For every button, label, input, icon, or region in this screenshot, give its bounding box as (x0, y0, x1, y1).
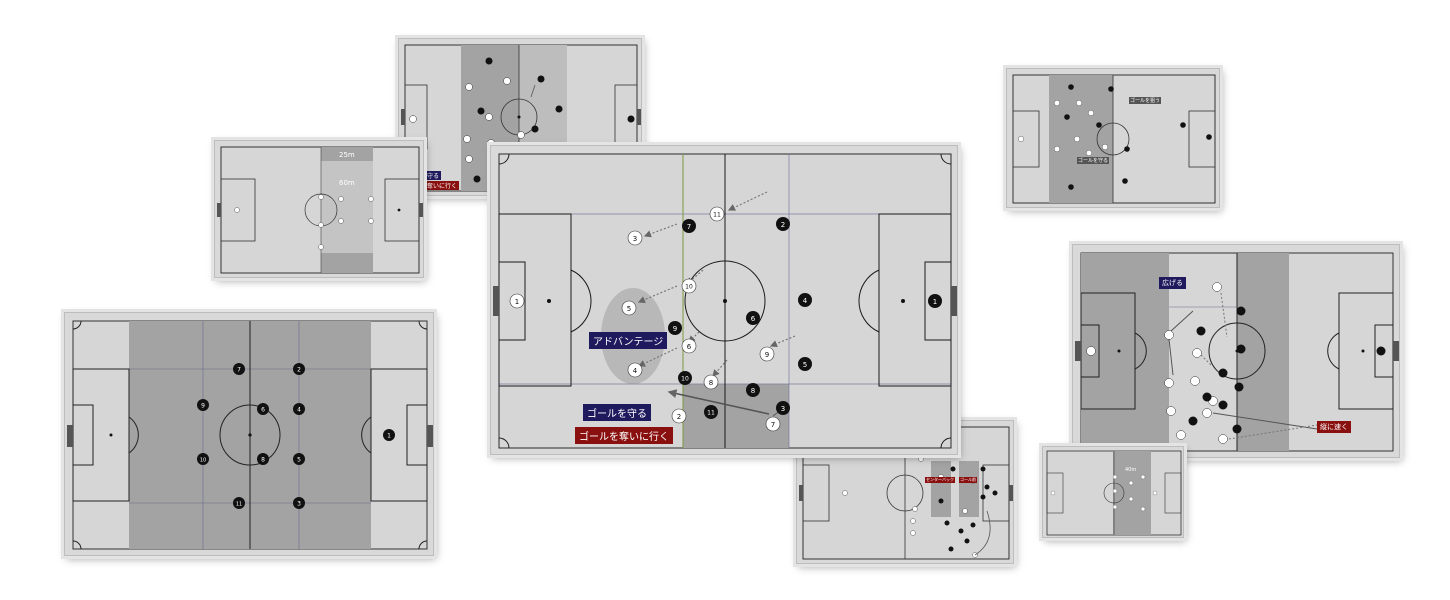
top-right-board: ゴールを狙う ゴールを守る (1006, 68, 1220, 208)
player-black-9: 9 (668, 321, 682, 335)
svg-text:7: 7 (771, 421, 775, 429)
svg-text:2: 2 (677, 413, 681, 421)
svg-text:9: 9 (673, 325, 677, 333)
svg-text:7: 7 (687, 223, 691, 231)
svg-text:7: 7 (237, 367, 241, 374)
width-board-top-label: 25m (339, 151, 355, 159)
svg-text:1: 1 (933, 298, 937, 306)
bottom-center-label-a: センターバック (925, 477, 955, 483)
player-black-7: 7 (233, 363, 245, 375)
player-black-2: 2 (293, 363, 305, 375)
player-black-6: 6 (257, 403, 269, 415)
svg-text:10: 10 (200, 458, 206, 464)
player-black-3: 3 (776, 401, 790, 415)
right-board-widen-label: 広げる (1159, 277, 1186, 289)
svg-text:8: 8 (261, 457, 265, 464)
svg-text:8: 8 (709, 379, 713, 387)
svg-text:9: 9 (765, 351, 769, 359)
right-board-vertical-label: 縦に速く (1317, 421, 1351, 433)
player-white-2: 2 (671, 408, 687, 424)
svg-text:4: 4 (803, 297, 808, 305)
svg-text:11: 11 (713, 212, 721, 219)
large-left-players: 7 2 9 6 4 10 8 5 11 3 1 (197, 363, 395, 509)
player-white-10: 10 (681, 278, 697, 294)
svg-text:10: 10 (681, 376, 689, 383)
player-black-1: 1 (928, 294, 942, 308)
player-black-10: 10 (197, 453, 209, 465)
svg-text:2: 2 (297, 367, 301, 374)
player-white-9: 9 (759, 346, 775, 362)
svg-text:5: 5 (297, 457, 301, 464)
player-black-6: 6 (746, 311, 760, 325)
player-black-5: 5 (798, 357, 812, 371)
player-black-4: 4 (798, 293, 812, 307)
svg-text:6: 6 (751, 315, 756, 323)
player-black-10: 10 (678, 371, 692, 385)
player-white-6: 6 (681, 338, 697, 354)
width-board-mid-label: 60m (339, 179, 355, 187)
svg-text:3: 3 (633, 235, 637, 243)
top-left-defend-label: 守る (425, 171, 442, 180)
win-ball-label: ゴールを奪いに行く (575, 427, 673, 444)
svg-text:1: 1 (515, 298, 519, 306)
svg-text:2: 2 (781, 221, 785, 229)
advantage-label: アドバンテージ (589, 332, 668, 349)
player-black-8: 8 (746, 383, 760, 397)
player-white-4: 4 (627, 362, 643, 378)
white-players: 1 3 5 10 6 4 8 9 11 7 2 (509, 206, 781, 432)
svg-text:1: 1 (387, 433, 391, 440)
top-right-label-b: ゴールを守る (1077, 157, 1110, 164)
svg-text:4: 4 (297, 407, 301, 414)
top-left-win-ball-label: 奪いに行く (425, 181, 460, 190)
player-white-1: 1 (509, 293, 525, 309)
black-players: 1 7 2 4 9 6 5 10 8 11 3 (668, 217, 942, 419)
player-black-7: 7 (682, 219, 696, 233)
svg-text:11: 11 (236, 502, 242, 508)
svg-text:5: 5 (627, 305, 631, 313)
large-left-board: 7 2 9 6 4 10 8 5 11 3 1 (64, 312, 434, 556)
player-black-3: 3 (293, 497, 305, 509)
bottom-center-label-b: ゴール前 (959, 477, 977, 483)
svg-text:10: 10 (685, 284, 693, 291)
svg-text:5: 5 (803, 361, 807, 369)
bottom-right-label: 40m (1125, 467, 1137, 473)
player-black-2: 2 (776, 217, 790, 231)
bottom-right-board: 40m (1042, 446, 1184, 538)
right-board: 広げる 縦に速く (1072, 244, 1400, 458)
svg-text:6: 6 (261, 407, 265, 414)
player-black-11: 11 (233, 497, 245, 509)
player-white-8: 8 (703, 374, 719, 390)
player-black-8: 8 (257, 453, 269, 465)
svg-text:3: 3 (781, 405, 785, 413)
width-board: 25m 60m (214, 140, 424, 278)
svg-text:6: 6 (687, 343, 692, 351)
player-black-4: 4 (293, 403, 305, 415)
svg-text:3: 3 (297, 501, 301, 508)
player-white-11: 11 (709, 206, 725, 222)
svg-text:8: 8 (751, 387, 755, 395)
player-black-1: 1 (383, 429, 395, 441)
player-black-11: 11 (704, 405, 718, 419)
svg-text:9: 9 (201, 403, 205, 410)
defend-goal-label: ゴールを守る (583, 404, 651, 421)
player-white-5: 5 (621, 300, 637, 316)
player-black-5: 5 (293, 453, 305, 465)
player-white-3: 3 (627, 230, 643, 246)
player-black-9: 9 (197, 399, 209, 411)
player-white-7: 7 (765, 416, 781, 432)
svg-text:11: 11 (707, 410, 715, 417)
svg-text:4: 4 (633, 367, 638, 375)
main-board: 1 3 5 10 6 4 8 9 11 7 2 1 7 2 4 9 6 5 10… (490, 145, 958, 455)
top-right-label-a: ゴールを狙う (1129, 97, 1162, 104)
